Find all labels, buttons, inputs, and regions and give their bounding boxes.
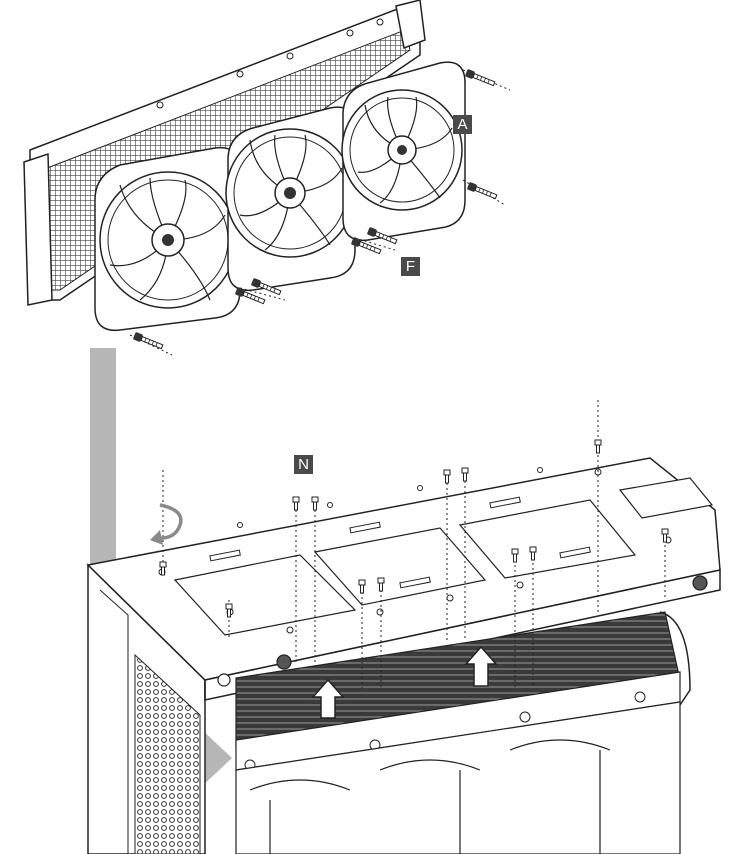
radiator-assembly [23,0,511,356]
fan-1 [94,146,241,332]
callout-label-a: A [453,115,472,134]
fan-2 [225,106,356,292]
case-fans [235,701,681,854]
fan-3 [341,61,466,242]
callout-label-n: N [294,455,313,474]
radiator-end-cap [23,152,53,306]
case-assembly [86,400,721,854]
callout-label-f: F [401,257,420,276]
up-arrow-icon [311,678,345,719]
fan-screws [129,68,511,356]
rotate-arrow-icon [150,503,183,545]
up-arrow-icon [464,645,498,687]
